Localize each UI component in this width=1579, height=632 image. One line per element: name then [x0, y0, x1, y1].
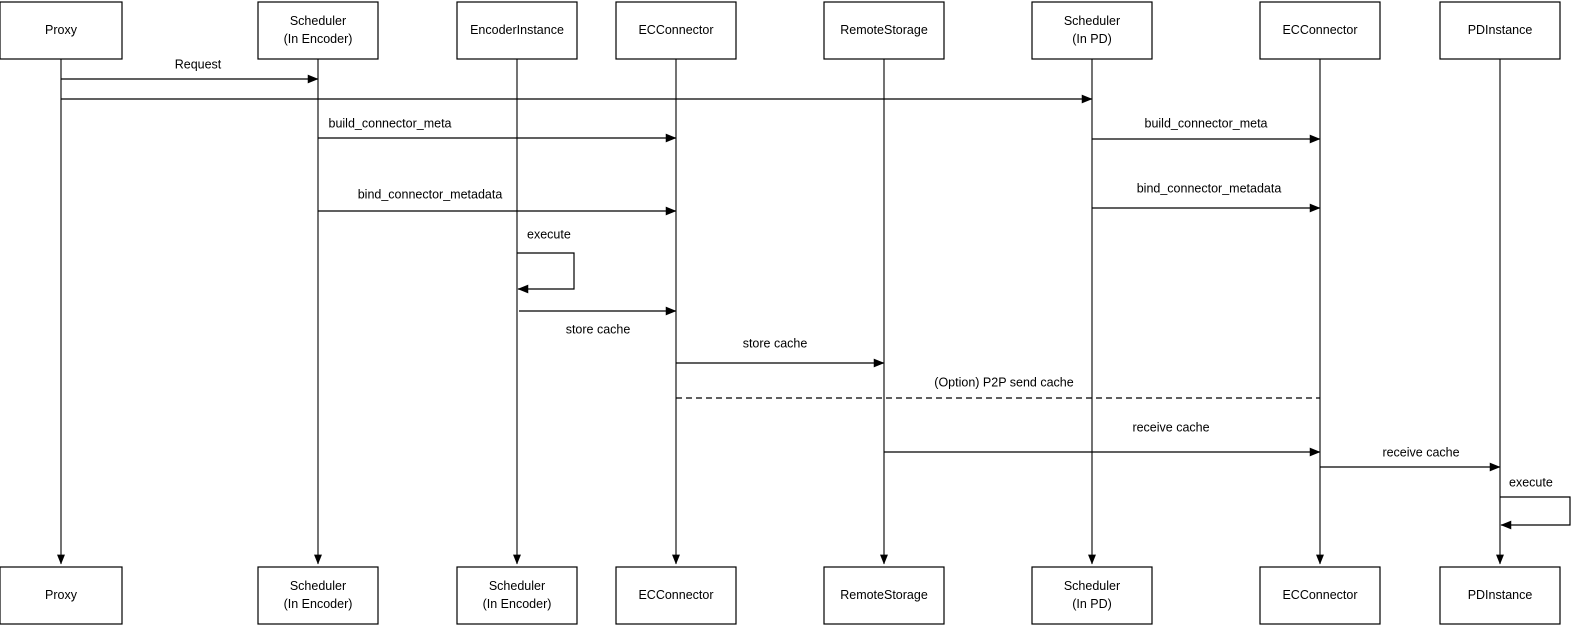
participant-label-line1: RemoteStorage	[840, 588, 928, 602]
participant-label-line1: PDInstance	[1468, 23, 1533, 37]
participant-label-line1: PDInstance	[1468, 588, 1533, 602]
footer-participant-sched_pd[interactable]: Scheduler (In PD)	[1031, 566, 1153, 625]
message-label-m1: Request	[175, 57, 222, 71]
participant-box-rect	[257, 566, 379, 625]
header-participant-sched_enc[interactable]: Scheduler (In Encoder)	[257, 1, 379, 60]
participant-label-line1: ECConnector	[1282, 23, 1357, 37]
participant-label-line1: Scheduler	[290, 579, 346, 593]
participant-label-line1: Proxy	[45, 23, 78, 37]
footer-participant-pdinst[interactable]: PDInstance	[1439, 566, 1561, 625]
participant-label-line2: (In PD)	[1072, 32, 1112, 46]
footer-participant-boxes: Proxy Scheduler (In Encoder) Scheduler (In E…	[0, 566, 1561, 625]
participant-box-rect	[1439, 566, 1561, 625]
self-message-label-s2: execute	[1509, 475, 1553, 489]
participant-label-line1: Scheduler	[1064, 14, 1120, 28]
participant-label-line2: (In PD)	[1072, 597, 1112, 611]
participant-box-rect	[1031, 566, 1153, 625]
participant-label-line2: (In Encoder)	[284, 32, 353, 46]
message-label-m8: store cache	[743, 336, 808, 350]
participant-box-rect	[456, 566, 578, 625]
participant-box-rect	[456, 1, 578, 60]
participant-label-line1: Proxy	[45, 588, 78, 602]
participant-box-rect	[1439, 1, 1561, 60]
footer-participant-remote[interactable]: RemoteStorage	[823, 566, 945, 625]
footer-participant-sched_enc2[interactable]: Scheduler (In Encoder)	[456, 566, 578, 625]
participant-label-line1: ECConnector	[1282, 588, 1357, 602]
header-participant-boxes: Proxy Scheduler (In Encoder) EncoderInstanc…	[0, 1, 1561, 60]
footer-participant-ecconn_pd[interactable]: ECConnector	[1259, 566, 1381, 625]
participant-box-rect	[823, 1, 945, 60]
message-label-m7: store cache	[566, 322, 631, 336]
participant-label-line1: Scheduler	[290, 14, 346, 28]
self-message-label-s1: execute	[527, 227, 571, 241]
participant-label-line1: EncoderInstance	[470, 23, 564, 37]
participant-label-line1: ECConnector	[638, 588, 713, 602]
header-participant-ecconn_enc[interactable]: ECConnector	[615, 1, 737, 60]
participant-box-rect	[1259, 566, 1381, 625]
self-messages-group: execute execute	[517, 227, 1571, 530]
participant-box-rect	[0, 566, 123, 625]
participant-box-rect	[1031, 1, 1153, 60]
message-label-m9: (Option) P2P send cache	[934, 375, 1073, 389]
message-label-m6: bind_connector_metadata	[1137, 181, 1282, 195]
header-participant-proxy[interactable]: Proxy	[0, 1, 123, 60]
participant-label-line1: ECConnector	[638, 23, 713, 37]
participant-label-line2: (In Encoder)	[483, 597, 552, 611]
message-label-m10: receive cache	[1132, 420, 1209, 434]
footer-participant-sched_enc[interactable]: Scheduler (In Encoder)	[257, 566, 379, 625]
self-message-loop-s2[interactable]	[1500, 496, 1571, 530]
participant-box-rect	[615, 1, 737, 60]
header-participant-remote[interactable]: RemoteStorage	[823, 1, 945, 60]
messages-group: Request build_connector_meta build_connect…	[61, 57, 1501, 472]
header-participant-ecconn_pd[interactable]: ECConnector	[1259, 1, 1381, 60]
footer-participant-ecconn_enc[interactable]: ECConnector	[615, 566, 737, 625]
message-label-m4: build_connector_meta	[1145, 116, 1268, 130]
participant-box-rect	[257, 1, 379, 60]
self-message-loop-s1[interactable]	[517, 252, 575, 294]
message-label-m5: bind_connector_metadata	[358, 187, 503, 201]
participant-label-line1: RemoteStorage	[840, 23, 928, 37]
participant-label-line2: (In Encoder)	[284, 597, 353, 611]
participant-box-rect	[0, 1, 123, 60]
header-participant-encoder_inst[interactable]: EncoderInstance	[456, 1, 578, 60]
participant-label-line1: Scheduler	[489, 579, 545, 593]
message-label-m3: build_connector_meta	[329, 116, 452, 130]
message-label-m11: receive cache	[1382, 445, 1459, 459]
participant-box-rect	[823, 566, 945, 625]
participant-label-line1: Scheduler	[1064, 579, 1120, 593]
participant-box-rect	[615, 566, 737, 625]
header-participant-pdinst[interactable]: PDInstance	[1439, 1, 1561, 60]
footer-participant-proxy[interactable]: Proxy	[0, 566, 123, 625]
lifelines-group	[57, 59, 1504, 565]
header-participant-sched_pd[interactable]: Scheduler (In PD)	[1031, 1, 1153, 60]
participant-box-rect	[1259, 1, 1381, 60]
